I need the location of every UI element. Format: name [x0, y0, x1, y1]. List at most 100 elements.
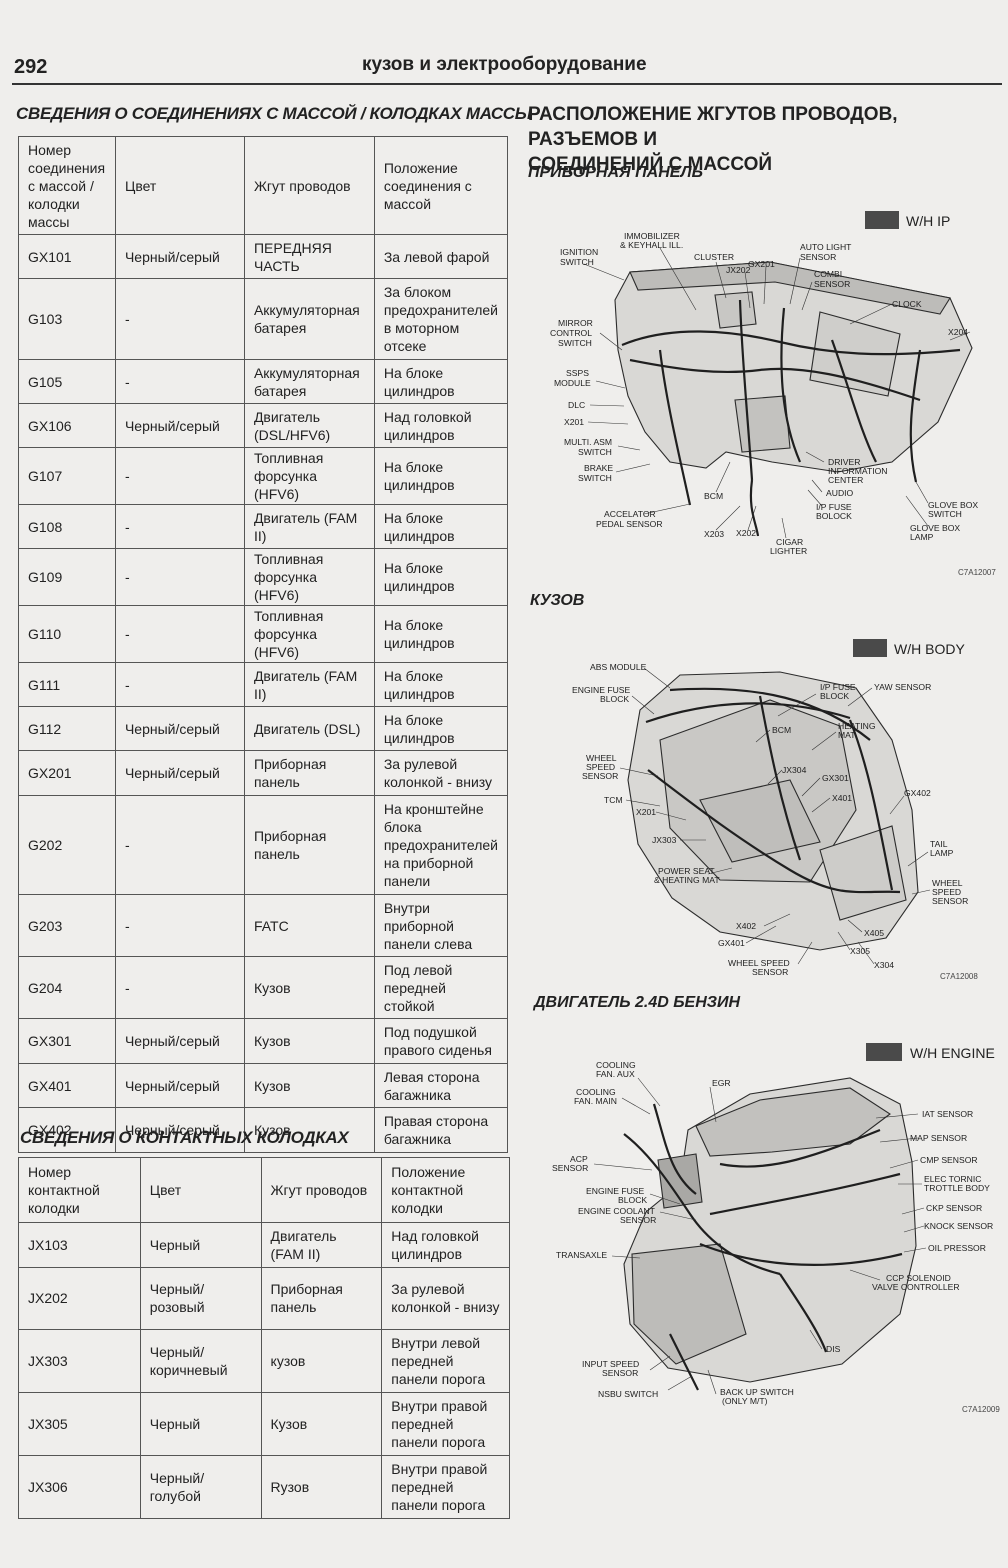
label-audio: AUDIO — [826, 488, 854, 498]
table-cell: Кузов — [243, 1018, 375, 1064]
legend-label: W/H BODY — [894, 641, 965, 657]
table-row: G111-Двигатель (FAM II)На блоке цилиндро… — [18, 662, 509, 707]
label-combi-sensor: COMBI — [814, 269, 842, 279]
label-cigar-lighter: LIGHTER — [770, 546, 807, 556]
header-cell: Положение соединения с массой — [373, 136, 509, 235]
table-cell: - — [114, 278, 245, 360]
label-x405: X405 — [864, 928, 884, 938]
header-cell: Номер контактной колодки — [18, 1157, 141, 1223]
label-wheel-speed-sensor: SPEED — [586, 762, 615, 772]
label-x201: X201 — [564, 417, 584, 427]
table-cell: На блоке цилиндров — [373, 359, 509, 404]
body-callouts — [619, 667, 931, 965]
label-dis: DIS — [826, 1344, 841, 1354]
label-bcm: BCM — [772, 725, 791, 735]
table-cell: Внутри правой передней панели порога — [381, 1392, 510, 1457]
body-illustration — [627, 671, 919, 951]
table-cell: G111 — [18, 662, 116, 707]
table-cell: На блоке цилиндров — [373, 504, 509, 549]
table-cell: - — [114, 956, 245, 1019]
table-row: G108-Двигатель (FAM II)На блоке цилиндро… — [18, 504, 509, 549]
label-wheel-speed-sensor-bottom: WHEEL SPEED — [728, 958, 790, 968]
label-mirror-control-switch: MIRROR — [558, 318, 593, 328]
table-cell: G105 — [18, 359, 116, 404]
table-cell: Черный/серый — [114, 750, 245, 796]
label-clock: CLOCK — [892, 299, 922, 309]
figure-code: C7A12007 — [958, 568, 996, 577]
table-cell: GX201 — [18, 750, 116, 796]
engine-wiring-diagram: W/H ENGINE COOLING FAN. AUX — [520, 1034, 1004, 1424]
label-engine-fuse-block: BLOCK — [618, 1195, 647, 1205]
label-input-speed-sensor: INPUT SPEED — [582, 1359, 639, 1369]
label-gx402: GX402 — [904, 788, 931, 798]
ground-table: Номер соединения с массой / колодки масс… — [18, 136, 509, 1153]
table-cell: G110 — [18, 605, 116, 663]
label-auto-light-sensor: SENSOR — [800, 252, 836, 262]
legend-label: W/H IP — [906, 213, 950, 229]
body-subtitle: КУЗОВ — [530, 592, 585, 609]
engine-labels: COOLING FAN. AUX COOLING FAN. MAIN EGR I… — [552, 1060, 1000, 1414]
table-cell: Двигатель (FAM II) — [243, 504, 375, 549]
table-cell: Приборная панель — [243, 795, 375, 895]
label-cooling-fan-aux: FAN. AUX — [596, 1069, 635, 1079]
label-wheel-speed-sensor: SENSOR — [582, 771, 618, 781]
table-cell: Черный/серый — [114, 403, 245, 448]
figure-code: C7A12009 — [962, 1405, 1000, 1414]
table-cell: Топливная форсунка (HFV6) — [243, 447, 375, 505]
table-cell: GX401 — [18, 1063, 116, 1108]
label-accelerator-pedal-sensor: PEDAL SENSOR — [596, 519, 663, 529]
dashboard-callouts — [583, 247, 971, 539]
table-cell: GX106 — [18, 403, 116, 448]
label-wheel-speed-sensor-right: WHEEL — [932, 878, 963, 888]
table-cell: За рулевой колонкой - внизу — [373, 750, 509, 796]
label-electronic-throttle-body: ELEC TORNIC — [924, 1174, 981, 1184]
header-cell: Положение контактной колодки — [381, 1157, 510, 1223]
label-x304: X304 — [874, 960, 894, 970]
table-cell: - — [114, 359, 245, 404]
page-number: 292 — [14, 56, 48, 78]
label-ckp-sensor: CKP SENSOR — [926, 1203, 982, 1213]
label-engine-fuse-block: ENGINE FUSE — [586, 1186, 645, 1196]
table-cell: За рулевой колонкой - внизу — [381, 1266, 510, 1331]
table-cell: Черный/серый — [114, 1063, 245, 1108]
label-map-sensor: MAP SENSOR — [910, 1133, 967, 1143]
section-title: РАСПОЛОЖЕНИЕ ЖГУТОВ ПРОВОДОВ, РАЗЪЕМОВ И… — [528, 102, 1003, 177]
table-cell: За блоком предохранителей в моторном отс… — [373, 278, 509, 360]
label-dlc: DLC — [568, 400, 585, 410]
table-cell: G107 — [18, 447, 116, 505]
label-wheel-speed-sensor-right: SENSOR — [932, 896, 968, 906]
label-auto-light-sensor: AUTO LIGHT — [800, 242, 852, 252]
label-bcm: BCM — [704, 491, 723, 501]
table-cell: Rузов — [260, 1455, 383, 1519]
label-immobilizer: & KEYHALL ILL. — [620, 240, 683, 250]
table-cell: - — [114, 662, 245, 707]
label-jx303: JX303 — [652, 835, 677, 845]
label-ignition-switch: SWITCH — [560, 257, 594, 267]
label-x203: X203 — [704, 529, 724, 539]
label-driver-information-center: DRIVER — [828, 457, 860, 467]
label-multi-asm-switch: SWITCH — [578, 447, 612, 457]
figure-code: C7A12008 — [940, 972, 978, 981]
running-head: кузов и электрооборудование — [362, 54, 647, 75]
legend-label: W/H ENGINE — [910, 1045, 995, 1061]
label-x401: X401 — [832, 793, 852, 803]
label-tail-lamp: LAMP — [930, 848, 954, 858]
label-wheel-speed-sensor-right: SPEED — [932, 887, 961, 897]
label-gx301: GX301 — [822, 773, 849, 783]
table-cell: Кузов — [260, 1392, 383, 1457]
table-row: G109-Топливная форсунка (HFV6)На блоке ц… — [18, 548, 509, 606]
label-accelerator-pedal-sensor: ACCELATOR — [604, 509, 656, 519]
label-ssps-module: MODULE — [554, 378, 591, 388]
dashboard-labels: IGNITION SWITCH IMMOBILIZER & KEYHALL IL… — [550, 231, 996, 577]
table-cell: - — [114, 894, 245, 957]
label-ssps-module: SSPS — [566, 368, 589, 378]
dashboard-illustration — [614, 261, 973, 537]
